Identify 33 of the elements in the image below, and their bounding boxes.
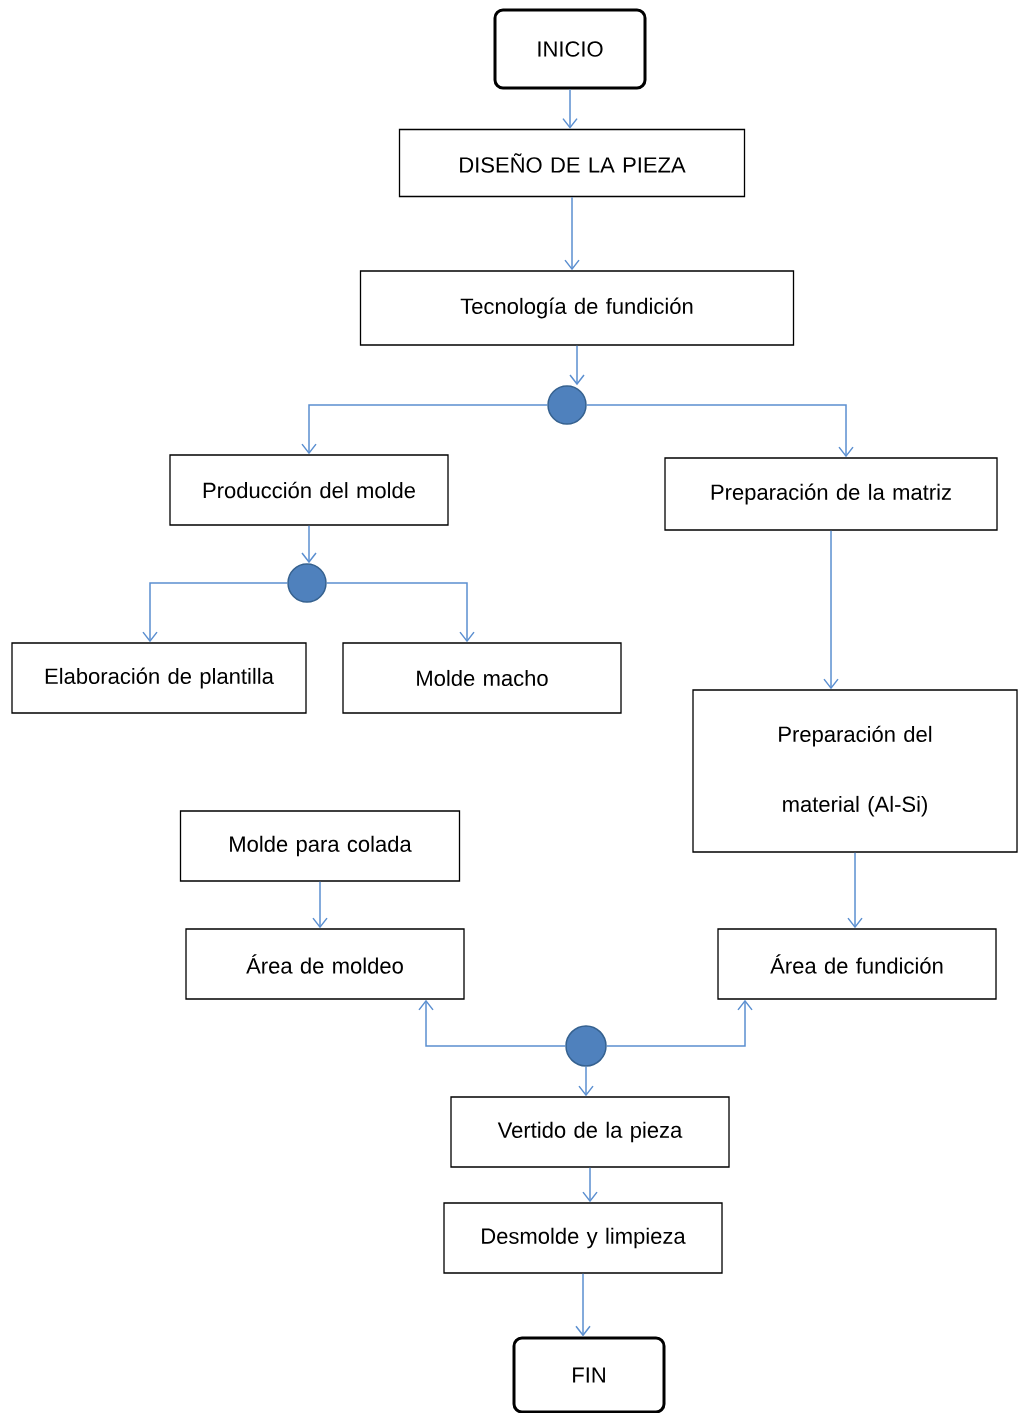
arrow	[301, 524, 317, 564]
junction-circle	[565, 1025, 607, 1067]
process-box: Área de moldeo	[185, 928, 465, 1000]
process-box: Producción del molde	[169, 454, 449, 526]
process-box: Preparación del material (Al-Si)	[692, 689, 1018, 853]
arrow	[301, 404, 548, 455]
arrow	[418, 999, 566, 1047]
arrow	[312, 880, 328, 929]
arrow	[142, 582, 288, 643]
process-box: DISEÑO DE LA PIEZA	[398, 128, 746, 198]
arrow	[606, 999, 753, 1047]
process-box: Preparación de la matriz	[664, 457, 998, 531]
terminal-box: FIN	[512, 1336, 666, 1413]
arrow	[823, 529, 839, 690]
arrow	[582, 1166, 598, 1203]
process-box: Tecnología de fundición	[359, 270, 795, 346]
process-box: Vertido de la pieza	[450, 1096, 730, 1168]
arrow	[326, 582, 475, 643]
junction-circle	[547, 385, 587, 425]
arrow	[586, 404, 854, 458]
process-box: Elaboración de plantilla	[11, 642, 307, 714]
arrow	[564, 196, 580, 271]
process-box: Molde para colada	[179, 810, 461, 882]
arrow	[569, 344, 585, 386]
junction-circle	[287, 563, 327, 603]
arrow	[562, 88, 578, 129]
arrow	[578, 1066, 594, 1097]
arrow	[847, 851, 863, 929]
process-box: Área de fundición	[717, 928, 997, 1000]
process-box: Desmolde y limpieza	[443, 1202, 723, 1274]
arrow	[575, 1272, 591, 1337]
process-box: Molde macho	[342, 642, 622, 714]
terminal-box: INICIO	[493, 8, 647, 90]
